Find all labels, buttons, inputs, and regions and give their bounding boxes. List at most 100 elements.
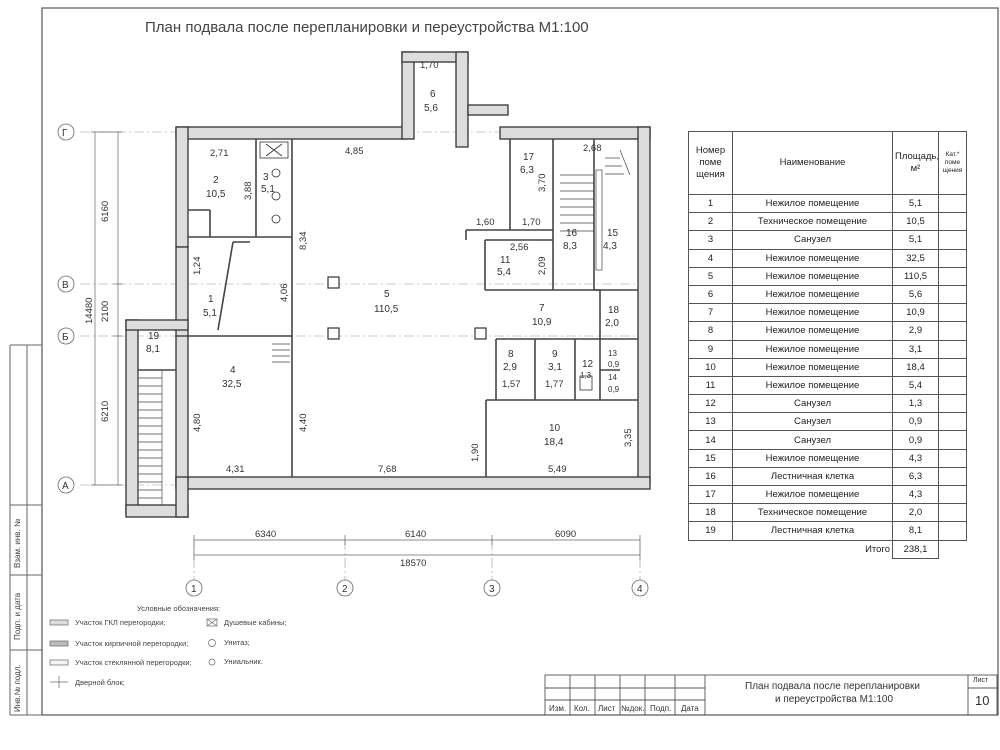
legend-toilet-label: Унитаз;: [224, 638, 250, 647]
plan-title: План подвала после перепланировки и пере…: [145, 19, 589, 36]
col-header-number: Номер поме щения: [688, 131, 733, 195]
cell-area: 18,4: [892, 357, 939, 377]
sheet-frame: [41, 7, 999, 716]
room-15-area: 4,3: [603, 241, 617, 252]
cell-area: 5,1: [892, 230, 939, 250]
cell-area: 4,3: [892, 448, 939, 468]
dim-7-68: 7,68: [378, 464, 397, 475]
room-labels: 1 5,1 2 10,5 3 5,1 4 32,5 5 110,5 6 5,6 …: [146, 89, 620, 448]
cell-number: 18: [688, 503, 733, 523]
interior-walls: [138, 139, 638, 477]
legend-swatches: [49, 618, 218, 688]
cell-category: [938, 321, 967, 341]
room-1-num: 1: [208, 294, 214, 305]
dim-3-35: 3,35: [623, 429, 634, 448]
cell-area: 4,3: [892, 484, 939, 505]
room-10-num: 10: [549, 423, 561, 434]
legend-urinal-icon: [208, 658, 216, 666]
cell-category: [938, 503, 967, 523]
dim-6090: 6090: [555, 529, 576, 540]
cell-name: Санузел: [732, 412, 893, 432]
axis-label-1: 1: [191, 584, 197, 595]
room-5-num: 5: [384, 289, 390, 300]
cell-number: 17: [688, 484, 733, 505]
total-value: 238,1: [892, 539, 939, 559]
cell-category: [938, 230, 967, 250]
cell-category: [938, 193, 967, 214]
room-17-num: 17: [523, 152, 535, 163]
cell-category: [938, 521, 967, 541]
cell-area: 1,3: [892, 394, 939, 414]
cell-category: [938, 284, 967, 305]
room-4-num: 4: [230, 365, 236, 376]
dim-8-34: 8,34: [298, 232, 309, 251]
legend-shower-label: Душевые кабины;: [224, 618, 287, 627]
cell-name: Нежилое помещение: [732, 357, 893, 377]
dim-2-56: 2,56: [510, 242, 529, 253]
total-empty: [939, 540, 967, 558]
dim-1-70-top: 1,70: [420, 60, 439, 71]
cell-category: [938, 266, 967, 286]
cell-name: Нежилое помещение: [732, 284, 893, 305]
cell-number: 13: [688, 412, 733, 432]
room-11-area: 5,4: [497, 267, 511, 278]
stair-19: [137, 370, 163, 505]
cell-name: Нежилое помещение: [732, 303, 893, 323]
room-1-area: 5,1: [203, 308, 217, 319]
room-14-area: 0,9: [608, 385, 620, 394]
dim-1-77: 1,77: [545, 379, 564, 390]
cell-number: 15: [688, 448, 733, 468]
axis-label-g: Г: [62, 128, 68, 139]
col-header-area: Площадь, м²: [892, 131, 939, 195]
room-16-num: 16: [566, 228, 578, 239]
room-14-num: 14: [608, 373, 617, 382]
room-16-area: 8,3: [563, 241, 577, 252]
cell-area: 2,0: [892, 503, 939, 523]
legend-door-label: Дверной блок;: [75, 678, 125, 687]
stamp-col-ndok: №док.: [621, 704, 645, 713]
cell-name: Нежилое помещение: [732, 375, 893, 396]
stamp-sheet-number: 10: [975, 693, 990, 708]
cell-area: 0,9: [892, 430, 939, 450]
dim-2-71: 2,71: [210, 148, 229, 159]
cell-category: [938, 339, 967, 359]
legend-brick-swatch: [49, 640, 69, 647]
cell-name: Санузел: [732, 230, 893, 250]
dim-2100: 2100: [100, 301, 111, 322]
cell-area: 8,1: [892, 521, 939, 541]
dim-6210: 6210: [100, 401, 111, 422]
room-15-num: 15: [607, 228, 619, 239]
room-7-num: 7: [539, 303, 545, 314]
cell-area: 110,5: [892, 266, 939, 286]
cell-area: 0,9: [892, 412, 939, 432]
stamp-title-line2: и переустройства М1:100: [775, 694, 894, 705]
dim-2-68: 2,68: [583, 143, 602, 154]
cell-number: 12: [688, 394, 733, 414]
cell-category: [938, 412, 967, 432]
axis-label-v: В: [62, 280, 69, 291]
cell-name: Техническое помещение: [732, 212, 893, 232]
cell-name: Санузел: [732, 430, 893, 450]
cell-number: 6: [688, 284, 733, 305]
cell-number: 1: [688, 193, 733, 214]
cell-number: 8: [688, 321, 733, 341]
cell-category: [938, 248, 967, 268]
room-6-num: 6: [430, 89, 436, 100]
stamp-col-data: Дата: [681, 704, 699, 713]
cell-area: 10,9: [892, 303, 939, 323]
room-13-area: 0,9: [608, 360, 620, 369]
cell-area: 5,6: [892, 284, 939, 305]
room-6-area: 5,6: [424, 103, 438, 114]
legend-urinal-label: Униальник.: [224, 657, 263, 666]
dim-1-60: 1,60: [476, 217, 495, 228]
stair-16: [560, 149, 631, 271]
